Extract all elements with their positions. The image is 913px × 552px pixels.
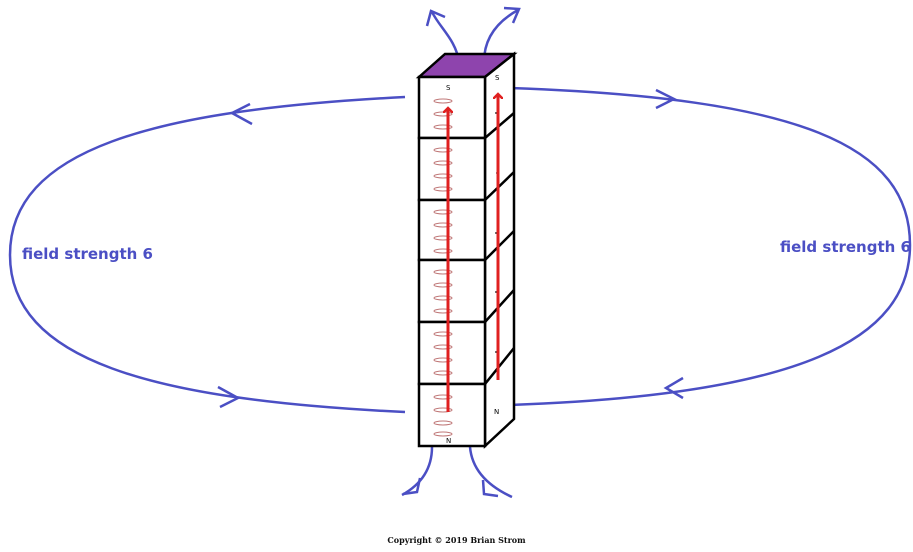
top-front-pole-label: S	[446, 84, 451, 92]
top-left-arrowhead	[425, 9, 446, 27]
domain-loops	[433, 98, 453, 437]
left-upper-arrowhead	[229, 102, 253, 126]
segment-1	[417, 75, 487, 140]
front-segments	[417, 75, 487, 448]
segment-2	[417, 136, 487, 202]
right-field-strength-label: field strength 6	[780, 238, 911, 256]
top-right-arrowhead	[503, 6, 521, 24]
left-field-loop	[8, 95, 406, 414]
left-field-strength-label: field strength 6	[22, 245, 153, 263]
left-lower-arrowhead	[217, 385, 241, 409]
bottom-side-pole-label: N	[494, 408, 499, 416]
bottom-front-pole-label: N	[446, 437, 451, 445]
bottom-right-arrowhead	[481, 479, 499, 498]
right-upper-arrowhead	[655, 88, 677, 110]
segment-6	[417, 382, 487, 448]
segment-4	[417, 258, 487, 324]
right-lower-arrowhead	[663, 376, 684, 400]
copyright-notice: Copyright © 2019 Brian Strom	[387, 535, 526, 545]
bottom-right-field-line	[468, 446, 513, 499]
top-side-pole-label: S	[495, 74, 500, 82]
segment-5	[417, 320, 487, 386]
bottom-left-arrowhead	[402, 477, 422, 496]
right-field-loop	[509, 86, 912, 407]
